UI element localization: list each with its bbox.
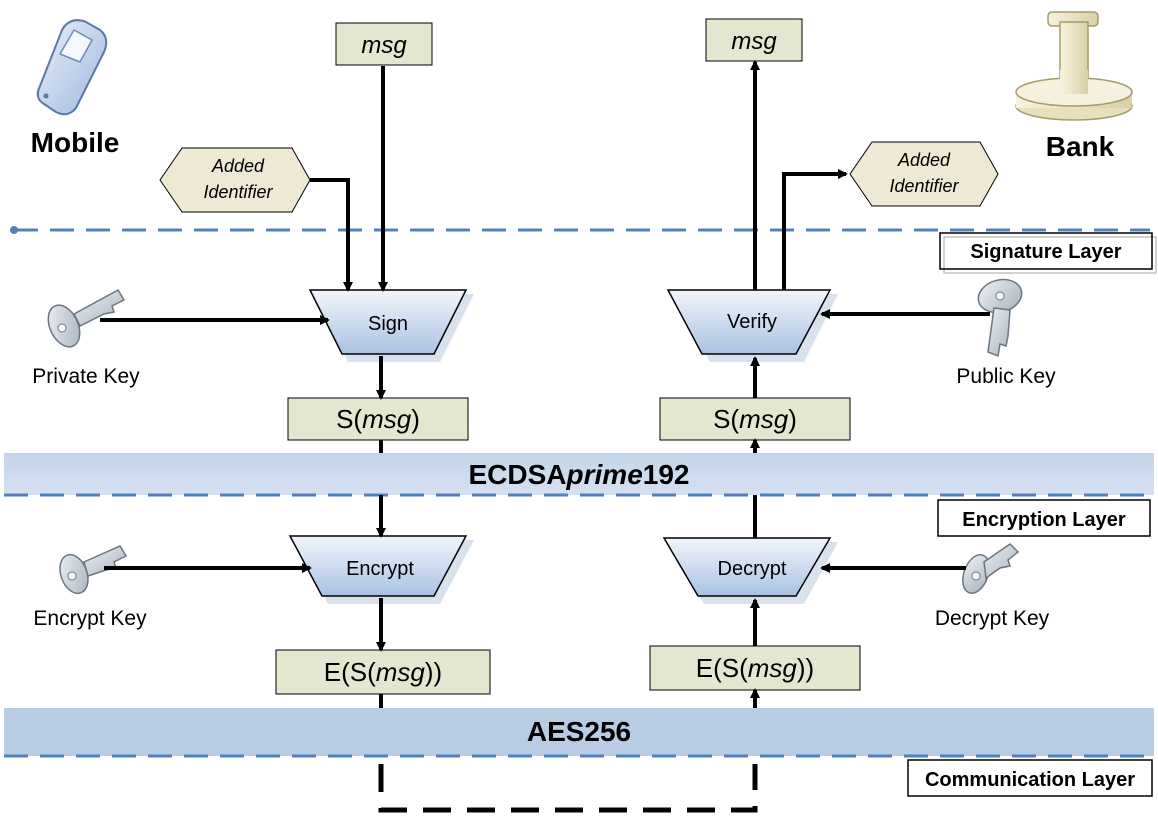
signed-msg-bank: S(msg) xyxy=(659,397,851,441)
private-key-icon xyxy=(47,288,126,348)
arrow-identifier-to-sign xyxy=(310,178,353,292)
encryption-layer-label: Encryption Layer xyxy=(937,499,1151,537)
arrow-verify-to-identifier xyxy=(782,169,848,290)
encrypted-msg-mobile: E(S(msg)) xyxy=(275,649,491,695)
svg-text:Identifier: Identifier xyxy=(889,176,959,196)
msg-output-box: msg xyxy=(705,18,803,62)
svg-text:E(S(msg)): E(S(msg)) xyxy=(324,657,442,687)
svg-text:Added: Added xyxy=(897,150,951,170)
separator-start-dot xyxy=(10,226,18,234)
public-key-label: Public Key xyxy=(956,365,1056,388)
svg-text:S(msg): S(msg) xyxy=(336,404,420,434)
decrypt-operation: Decrypt xyxy=(662,537,838,604)
sign-operation: Sign xyxy=(308,289,474,362)
aes-band-label: AES256 xyxy=(527,716,631,747)
mobile-label: Mobile xyxy=(31,127,120,158)
svg-text:Signature Layer: Signature Layer xyxy=(970,241,1121,263)
svg-text:Communication Layer: Communication Layer xyxy=(925,769,1135,791)
bank-label: Bank xyxy=(1046,131,1115,162)
encrypt-operation: Encrypt xyxy=(288,535,474,604)
svg-text:msg: msg xyxy=(361,32,407,59)
mobile-phone-icon xyxy=(36,19,108,116)
signature-layer-label: Signature Layer xyxy=(939,232,1157,274)
communication-layer-label: Communication Layer xyxy=(907,759,1153,797)
aes-band xyxy=(4,708,1154,756)
signed-msg-mobile: S(msg) xyxy=(287,397,469,441)
public-key-icon xyxy=(977,278,1023,358)
svg-text:Encrypt: Encrypt xyxy=(346,558,414,580)
added-identifier-input: Added Identifier xyxy=(159,147,311,213)
bank-icon xyxy=(1015,11,1133,121)
svg-text:E(S(msg)): E(S(msg)) xyxy=(696,653,814,683)
private-key-label: Private Key xyxy=(32,365,140,388)
encrypted-msg-bank: E(S(msg)) xyxy=(649,645,861,691)
svg-text:Verify: Verify xyxy=(727,311,777,333)
svg-text:Identifier: Identifier xyxy=(203,182,273,202)
svg-text:S(msg): S(msg) xyxy=(713,404,797,434)
decrypt-key-label: Decrypt Key xyxy=(935,607,1050,630)
communication-channel xyxy=(378,764,758,813)
svg-text:Encryption Layer: Encryption Layer xyxy=(962,509,1126,531)
svg-text:Sign: Sign xyxy=(368,313,408,335)
svg-text:Added: Added xyxy=(211,156,265,176)
added-identifier-output: Added Identifier xyxy=(849,141,999,207)
ecdsa-band-label: ECDSAprime192 xyxy=(469,459,690,490)
svg-text:Decrypt: Decrypt xyxy=(718,558,787,580)
encrypt-key-icon xyxy=(59,545,128,595)
msg-input-box: msg xyxy=(335,22,433,66)
ecdsa-band xyxy=(4,453,1154,495)
decrypt-key-icon xyxy=(962,543,1020,594)
encrypt-key-label: Encrypt Key xyxy=(33,607,147,630)
verify-operation: Verify xyxy=(666,289,838,362)
svg-text:msg: msg xyxy=(731,28,777,55)
